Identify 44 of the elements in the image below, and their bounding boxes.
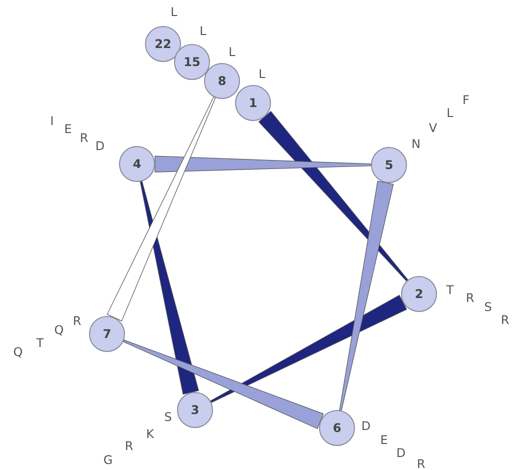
residue-circle: 22 <box>145 26 181 62</box>
residue-letter: Q <box>13 345 23 359</box>
residue-letter: L <box>170 5 178 19</box>
residue-circle: 2 <box>401 276 437 312</box>
residue-letter: L <box>228 45 236 59</box>
residue-letter: I <box>50 114 54 128</box>
residue-letter: F <box>462 93 470 107</box>
residue-letter: Q <box>54 323 64 337</box>
helix-connector <box>210 294 408 403</box>
residue-letter: T <box>36 336 44 350</box>
residue-letter: S <box>484 300 492 314</box>
residue-letter: K <box>146 427 154 441</box>
residue-letter: E <box>64 122 72 136</box>
residue-letter: T <box>446 283 454 297</box>
residue-letter: D <box>361 419 371 433</box>
residue-circle: 15 <box>174 44 210 80</box>
residue-letter: V <box>428 121 438 135</box>
residue-letter: R <box>416 457 426 470</box>
residue-letter: L <box>446 106 454 120</box>
residue-circle: 8 <box>204 63 240 99</box>
residue-letter: R <box>80 131 88 145</box>
helix-connector <box>154 156 372 172</box>
residue-letter: R <box>72 314 82 328</box>
helix-connector <box>258 110 408 282</box>
residue-circle: 5 <box>371 147 407 183</box>
residue-letter: D <box>396 446 406 460</box>
residue-letter: L <box>258 67 266 81</box>
helix-connector <box>122 340 324 429</box>
residue-letter: R <box>466 291 474 305</box>
residue-letter: S <box>164 410 172 424</box>
residue-letter: G <box>103 453 113 467</box>
residue-circle: 1 <box>235 85 271 121</box>
residue-circle: 4 <box>119 146 155 182</box>
helix-connector <box>106 96 216 322</box>
residue-circle: 7 <box>89 316 125 352</box>
residue-letter: L <box>200 24 206 38</box>
residue-circle: 3 <box>177 392 213 428</box>
helix-connector <box>339 180 394 411</box>
residue-letter: N <box>412 137 420 151</box>
residue-letter: R <box>124 439 134 453</box>
residue-circle: 6 <box>319 410 355 446</box>
residue-letter: D <box>95 139 105 153</box>
residue-letter: E <box>380 433 388 447</box>
residue-letter: R <box>500 313 510 327</box>
